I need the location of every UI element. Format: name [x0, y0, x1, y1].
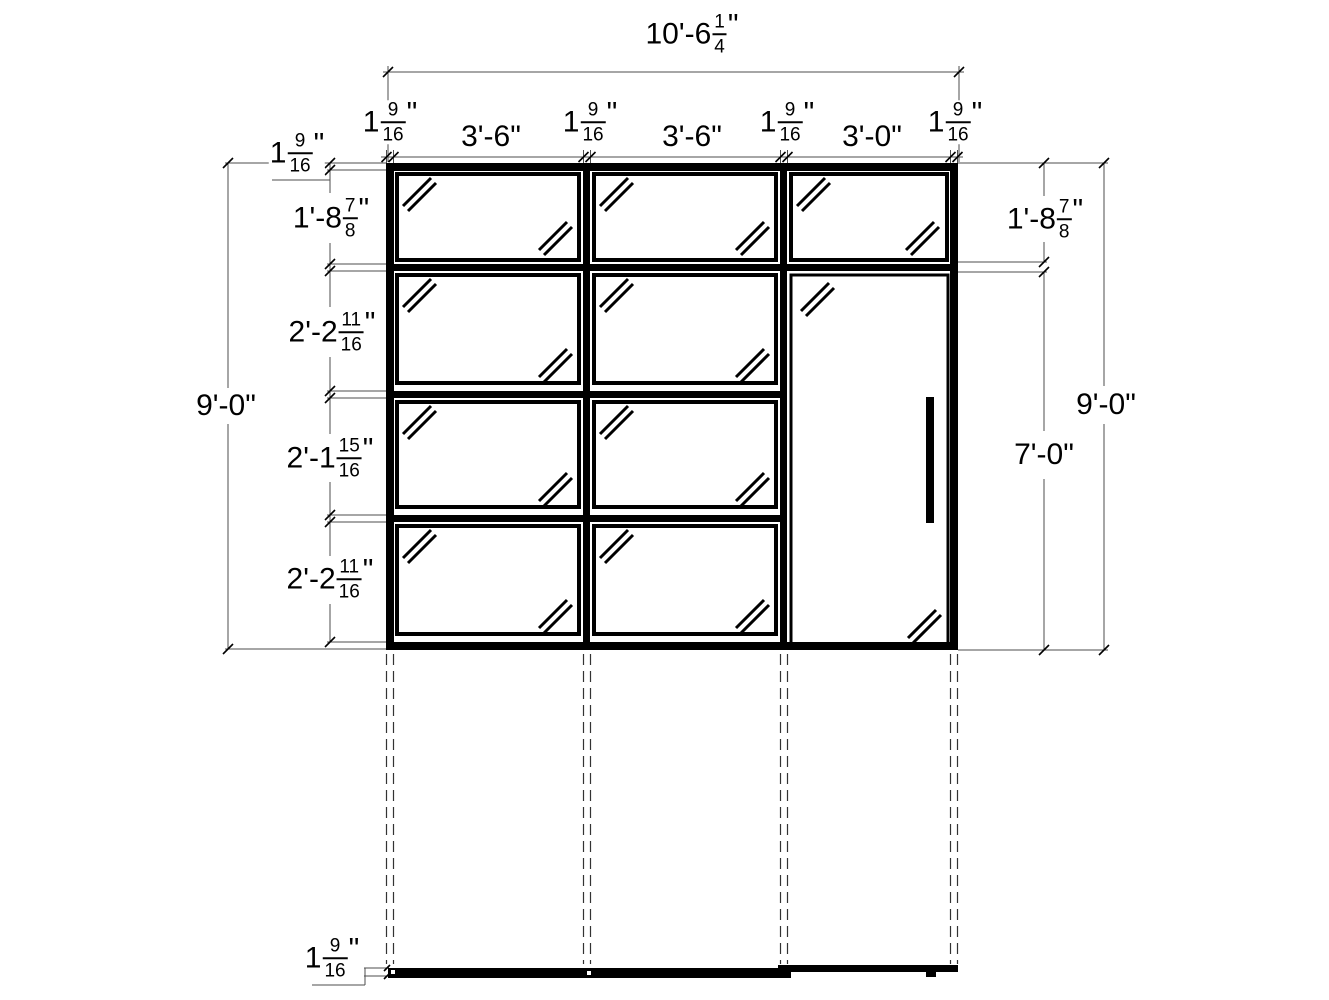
glass-symbol-icon	[401, 528, 438, 565]
mullion-vertical-1	[583, 170, 590, 643]
glass-lite	[395, 172, 581, 262]
glass-lite	[395, 524, 581, 636]
glass-symbol-icon	[734, 347, 771, 384]
frame-jamb-left	[386, 163, 394, 650]
frame-head	[386, 163, 958, 171]
glass-symbol-icon	[795, 176, 832, 213]
track-joint	[391, 970, 395, 974]
door-handle-plan	[926, 972, 936, 977]
glass-symbols	[401, 176, 943, 645]
door-panel	[789, 273, 950, 647]
glass-symbol-icon	[904, 220, 941, 257]
glass-symbol-icon	[537, 347, 574, 384]
tick-marks	[222, 66, 1110, 980]
frame-sill	[386, 642, 958, 650]
track-joint	[587, 971, 591, 975]
dim-overall-height-right: 9'-0"	[1075, 388, 1137, 421]
dim-overall-height-left: 9'-0"	[195, 389, 257, 422]
glass-lites	[395, 172, 949, 636]
glass-lite	[592, 400, 778, 509]
glass-symbol-icon	[537, 471, 574, 508]
plan-track	[388, 965, 958, 978]
mullion-horizontal-1	[393, 264, 951, 271]
dim-panel-width-2: 3'-6"	[661, 120, 723, 153]
door-leaf-plan	[778, 965, 958, 972]
glass-symbol-icon	[906, 608, 943, 645]
mullion-vertical-2	[780, 170, 787, 643]
glass-symbol-icon	[537, 220, 574, 257]
glass-symbol-icon	[598, 528, 635, 565]
glass-lite	[592, 273, 778, 385]
glass-lite	[592, 172, 778, 262]
dim-panel-width-1: 3'-6"	[460, 120, 522, 153]
glass-symbol-icon	[734, 598, 771, 635]
glass-symbol-icon	[401, 404, 438, 441]
glass-lite	[592, 524, 778, 636]
door-handle-icon	[926, 397, 934, 523]
glass-symbol-icon	[734, 471, 771, 508]
window-frame	[386, 163, 958, 650]
glass-symbol-icon	[401, 277, 438, 314]
mullion-horizontal-2	[393, 391, 780, 398]
glass-symbol-icon	[734, 220, 771, 257]
dim-door-width: 3'-0"	[841, 120, 903, 153]
glass-symbol-icon	[598, 277, 635, 314]
glass-symbol-icon	[799, 281, 836, 318]
glass-lite	[395, 400, 581, 509]
extension-lines	[225, 66, 1108, 986]
frame-jamb-right	[950, 163, 958, 650]
projection-lines	[385, 654, 959, 964]
glass-lite	[789, 172, 949, 262]
glass-symbol-icon	[401, 176, 438, 213]
dim-door-height: 7'-0"	[1013, 438, 1075, 471]
glass-symbol-icon	[598, 176, 635, 213]
glass-symbol-icon	[598, 404, 635, 441]
dimension-lines	[227, 71, 1105, 650]
glass-lite	[395, 273, 581, 385]
mullion-horizontal-3	[393, 515, 780, 522]
door-leaf	[789, 273, 950, 647]
glass-symbol-icon	[537, 598, 574, 635]
